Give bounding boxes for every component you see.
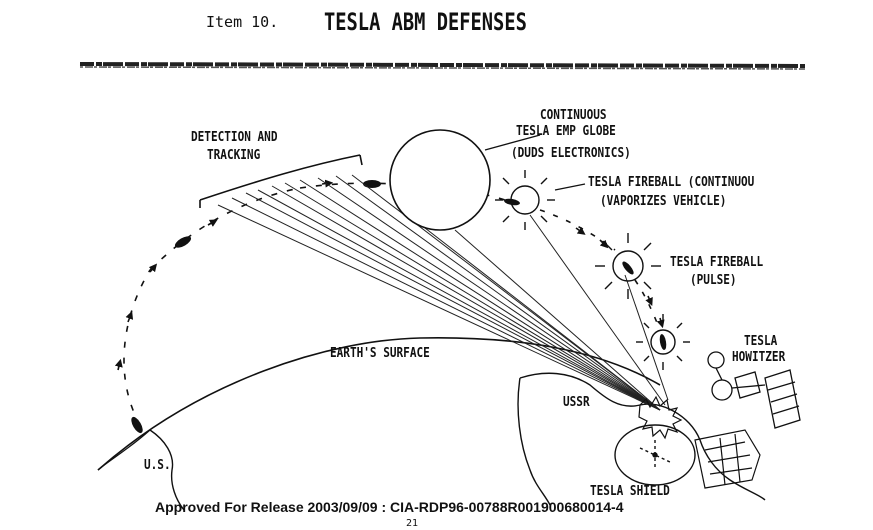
ussr-coastline bbox=[519, 372, 766, 501]
page-title: TESLA ABM DEFENSES bbox=[324, 8, 527, 36]
missile-trajectory bbox=[114, 179, 665, 426]
label-emp-line2: TESLA EMP GLOBE bbox=[516, 124, 616, 139]
continuous-fireball bbox=[495, 170, 586, 230]
label-howitzer-1: TESLA bbox=[744, 334, 778, 349]
detection-bracket bbox=[199, 154, 363, 208]
emp-pointer bbox=[484, 134, 541, 151]
tesla-shield-dome bbox=[614, 424, 696, 486]
label-fireball-pulse-2: (PULSE) bbox=[690, 273, 737, 288]
label-fireball-continuous-1: TESLA FIREBALL (CONTINUOU bbox=[588, 175, 755, 190]
item-number: Item 10. bbox=[206, 13, 279, 31]
label-detection: DETECTION AND bbox=[191, 130, 278, 145]
missile-icon bbox=[131, 180, 667, 434]
label-earth-surface: EARTH'S SURFACE bbox=[330, 346, 430, 361]
label-howitzer-2: HOWITZER bbox=[732, 350, 786, 365]
label-us: U.S. bbox=[144, 458, 171, 473]
ussr-coastline-2 bbox=[517, 377, 551, 506]
label-fireball-continuous-2: (VAPORIZES VEHICLE) bbox=[600, 194, 727, 209]
impact-burst-icon bbox=[638, 395, 683, 440]
us-coastline bbox=[149, 429, 185, 511]
label-tracking: TRACKING bbox=[207, 148, 261, 163]
label-emp-line1: CONTINUOUS bbox=[540, 108, 607, 123]
emp-globe bbox=[389, 129, 491, 231]
label-emp-line3: (DUDS ELECTRONICS) bbox=[511, 146, 631, 161]
label-fireball-pulse-1: TESLA FIREBALL bbox=[670, 255, 764, 270]
page-number: 21 bbox=[406, 518, 419, 529]
ground-installation bbox=[694, 429, 761, 489]
label-ussr: USSR bbox=[563, 395, 590, 410]
label-tesla-shield: TESLA SHIELD bbox=[590, 484, 670, 499]
release-stamp: Approved For Release 2003/09/09 : CIA-RD… bbox=[155, 499, 624, 515]
howitzer-burst bbox=[636, 314, 690, 370]
tesla-howitzer-icon bbox=[707, 351, 801, 429]
title-divider bbox=[79, 62, 806, 70]
tracking-beams bbox=[217, 174, 669, 411]
pulse-fireball bbox=[595, 233, 661, 299]
us-coastline-2 bbox=[97, 429, 151, 471]
